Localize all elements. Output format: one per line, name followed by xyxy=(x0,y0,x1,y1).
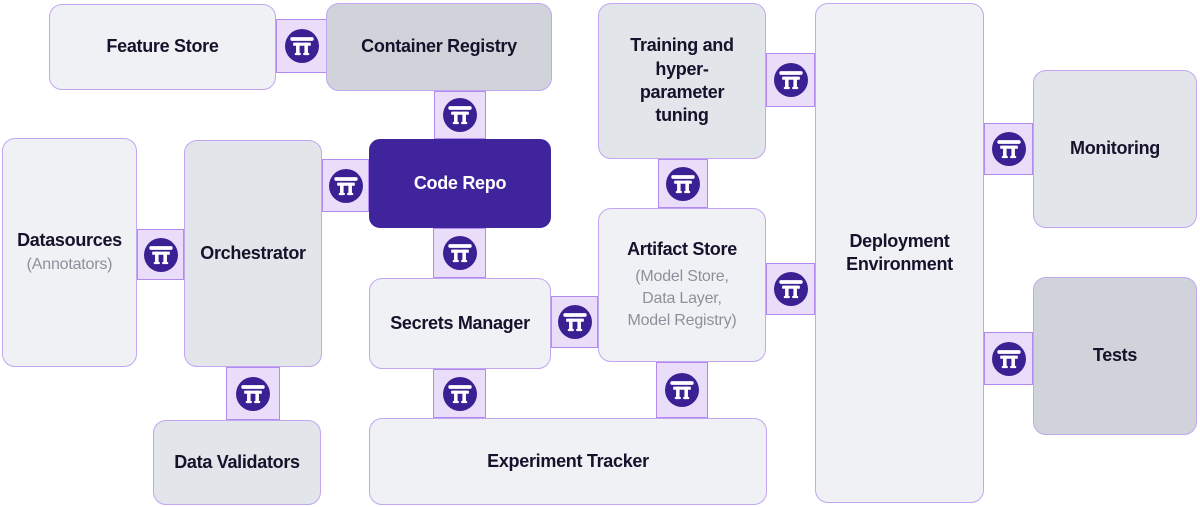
torii-gate-icon xyxy=(773,272,808,306)
node-tests: Tests xyxy=(1033,277,1197,435)
node-monitoring: Monitoring xyxy=(1033,70,1197,228)
node-label: Code Repo xyxy=(413,172,507,193)
connector-secrets-manager-artifact-store xyxy=(551,296,598,348)
node-datasources: Datasources (Annotators) xyxy=(2,138,137,367)
node-label: Artifact Store xyxy=(627,238,737,259)
node-label: Deployment Environment xyxy=(846,230,953,274)
node-code-repo: Code Repo xyxy=(369,139,551,228)
connector-code-repo-secrets-manager xyxy=(433,228,486,278)
torii-gate-icon xyxy=(557,305,592,339)
node-label: Secrets Manager xyxy=(390,312,530,333)
torii-gate-icon xyxy=(442,236,477,270)
node-label: Feature Store xyxy=(106,36,219,57)
node-label: Orchestrator xyxy=(200,242,306,263)
node-label: Container Registry xyxy=(361,36,517,57)
torii-gate-icon xyxy=(666,166,700,201)
connector-orchestrator-data-validators xyxy=(226,367,280,420)
connector-feature-store-container-registry xyxy=(276,19,328,73)
node-label: Tests xyxy=(1092,345,1138,366)
torii-gate-icon xyxy=(285,29,319,63)
node-feature-store: Feature Store xyxy=(49,4,276,90)
node-secrets-manager: Secrets Manager xyxy=(369,278,551,369)
node-experiment-tracker: Experiment Tracker xyxy=(369,418,767,505)
node-sublabel: (Annotators) xyxy=(26,255,113,273)
torii-gate-icon xyxy=(773,63,808,97)
torii-gate-icon xyxy=(991,132,1026,166)
node-label: Training and hyper- parameter tuning xyxy=(630,35,734,126)
torii-gate-icon xyxy=(236,376,270,411)
node-label: Monitoring xyxy=(1070,138,1160,159)
node-orchestrator: Orchestrator xyxy=(184,140,322,367)
connector-datasources-orchestrator xyxy=(137,229,184,280)
torii-gate-icon xyxy=(328,168,363,203)
node-deployment-environment: Deployment Environment xyxy=(815,3,984,503)
node-artifact-store: Artifact Store (Model Store, Data Layer,… xyxy=(598,208,766,362)
node-data-validators: Data Validators xyxy=(153,420,321,505)
torii-gate-icon xyxy=(143,237,178,272)
node-training: Training and hyper- parameter tuning xyxy=(598,3,766,159)
node-sublabel: (Model Store, Data Layer, Model Registry… xyxy=(627,268,737,330)
connector-orchestrator-code-repo xyxy=(322,159,369,212)
torii-gate-icon xyxy=(442,376,477,411)
node-label: Data Validators xyxy=(174,451,300,472)
connector-artifact-store-experiment-tracker xyxy=(656,362,708,418)
node-container-registry: Container Registry xyxy=(326,3,552,91)
torii-gate-icon xyxy=(991,341,1026,376)
connector-secrets-manager-experiment-tracker xyxy=(433,369,486,418)
node-label: Datasources xyxy=(17,230,122,251)
connector-deployment-tests xyxy=(984,332,1033,385)
connector-training-deployment xyxy=(766,53,815,107)
torii-gate-icon xyxy=(443,98,477,132)
connector-training-artifact-store xyxy=(658,159,708,208)
torii-gate-icon xyxy=(665,373,699,407)
connector-container-registry-code-repo xyxy=(434,91,486,139)
node-label: Experiment Tracker xyxy=(487,450,649,471)
connector-artifact-store-deployment xyxy=(766,263,815,315)
connector-deployment-monitoring xyxy=(984,123,1033,175)
